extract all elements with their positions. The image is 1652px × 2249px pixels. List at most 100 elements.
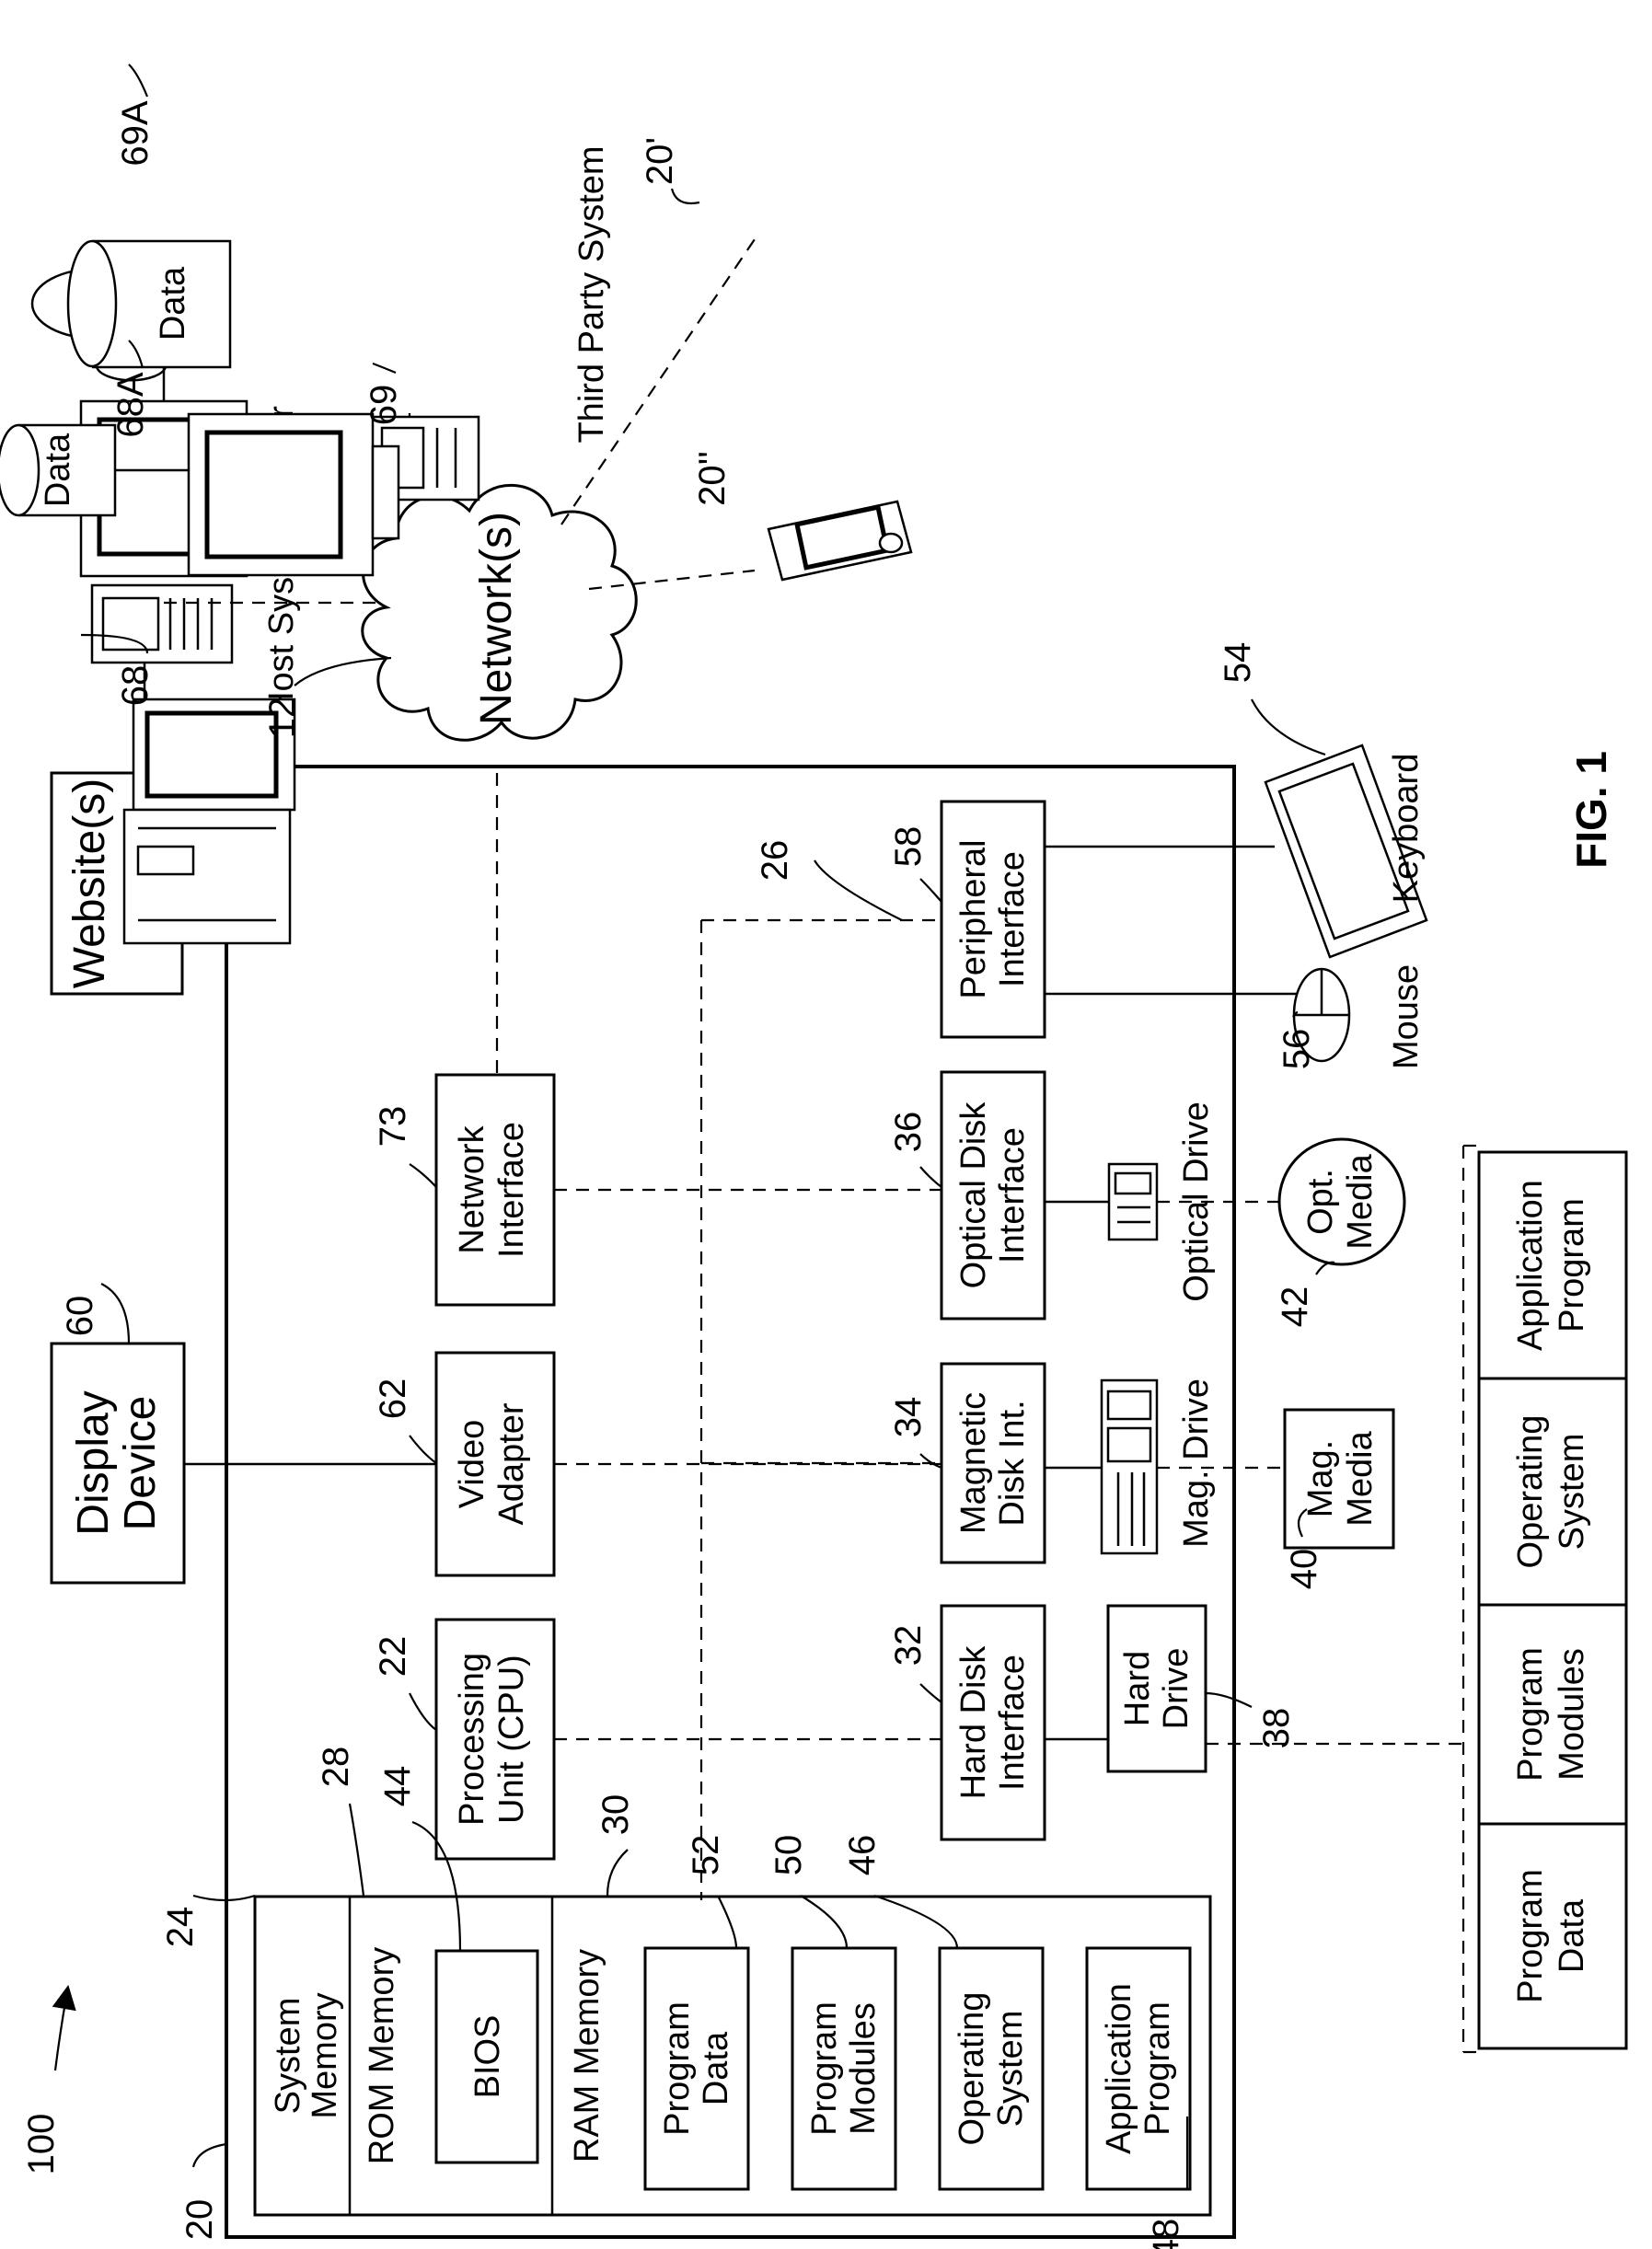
mag-drive-label: Mag. Drive	[1177, 1378, 1216, 1548]
ref-22-leader	[410, 1693, 436, 1730]
ref-28-leader	[350, 1804, 364, 1896]
ram-program-data-label-1: Program	[658, 2001, 697, 2136]
ref-26: 26	[755, 840, 795, 882]
peripheral-interface-label-2: Interface	[993, 851, 1032, 987]
ram-program-modules-label-2: Modules	[844, 2002, 883, 2135]
ram-operating-system-label-2: System	[991, 2011, 1030, 2128]
svg-text:System: System	[269, 1998, 307, 2115]
ref-69a-leader	[129, 64, 147, 97]
network-label: Network(s)	[472, 512, 521, 725]
display-device-label-1: Display	[69, 1390, 118, 1535]
ref-34: 34	[888, 1397, 929, 1438]
storage-program-data-label-2: Data	[1553, 1898, 1591, 1973]
ref-69: 69	[364, 385, 404, 426]
ref-20-leader	[193, 2144, 226, 2167]
ref-69-leader	[373, 363, 396, 373]
ref-73: 73	[373, 1106, 413, 1148]
storage-application-program-label-1: Application	[1511, 1180, 1550, 1351]
ref-50: 50	[768, 1835, 809, 1876]
optical-disk-interface-label-2: Interface	[993, 1127, 1032, 1263]
ref-69a: 69A	[115, 100, 156, 166]
cpu-label-2: Unit (CPU)	[492, 1655, 531, 1824]
peripheral-interface-label-1: Peripheral	[954, 839, 993, 998]
website-label: Website(s)	[65, 778, 114, 989]
ref-22: 22	[373, 1636, 413, 1678]
cpu-label-1: Processing	[453, 1653, 491, 1826]
thirdparty-data-label: Data	[39, 432, 77, 507]
ref-36: 36	[888, 1112, 929, 1153]
ref-36-leader	[920, 1167, 942, 1187]
ref-58-leader	[920, 879, 942, 902]
hard-drive-label-2: Drive	[1157, 1648, 1196, 1730]
ref-34-leader	[920, 1454, 942, 1468]
storage-stack-bracket	[1463, 1146, 1479, 2052]
ref-54-leader	[1252, 699, 1325, 755]
ref-40: 40	[1284, 1549, 1324, 1590]
ref-26-leader	[814, 860, 902, 920]
magnetic-disk-int-label-1: Magnetic	[954, 1392, 993, 1534]
storage-program-modules-label-2: Modules	[1553, 1648, 1591, 1781]
ref-42: 42	[1275, 1286, 1315, 1328]
ref-44: 44	[377, 1766, 418, 1807]
mouse-label: Mouse	[1387, 964, 1426, 1069]
ref-62: 62	[373, 1378, 413, 1420]
display-device-label-2: Device	[116, 1396, 165, 1531]
ref-68: 68	[115, 665, 156, 707]
hard-disk-interface-label-1: Hard Disk	[954, 1645, 993, 1800]
mag-media-label-2: Media	[1341, 1430, 1380, 1526]
ram-application-program-label-1: Application	[1100, 1983, 1138, 2154]
storage-application-program-label-2: Program	[1553, 1198, 1591, 1332]
opt-media-label-2: Media	[1341, 1153, 1380, 1249]
system-memory-label: System Memory	[269, 1992, 344, 2118]
keyboard-label: Keyboard	[1387, 754, 1426, 904]
storage-program-modules-label-1: Program	[1511, 1647, 1550, 1782]
opt-media-label-1: Opt.	[1301, 1169, 1340, 1235]
third-party-system-label: Third Party System	[572, 145, 611, 443]
ref-100-arrow	[55, 1997, 66, 2070]
ref-54: 54	[1218, 642, 1258, 684]
thirdparty-monitor-icon	[189, 414, 399, 575]
hard-drive-label-1: Hard	[1118, 1651, 1157, 1726]
optical-drive-icon	[1109, 1164, 1157, 1240]
ref-20-double-prime: 20''	[692, 451, 733, 506]
svg-text:Memory: Memory	[306, 1992, 344, 2118]
ref-73-leader	[410, 1164, 436, 1187]
ref-30-leader	[607, 1850, 628, 1896]
video-adapter-label-2: Adapter	[492, 1402, 531, 1525]
ref-20: 20	[179, 2199, 220, 2241]
ref-56: 56	[1277, 1029, 1317, 1070]
mag-media-label-1: Mag.	[1301, 1440, 1340, 1517]
ref-38-leader	[1206, 1693, 1252, 1707]
ref-52: 52	[686, 1835, 726, 1876]
ref-20-prime-leader	[672, 189, 699, 203]
ref-60-leader	[101, 1284, 129, 1344]
ref-46: 46	[842, 1835, 883, 1876]
storage-operating-system-label-2: System	[1553, 1434, 1591, 1551]
ram-memory-label: RAM Memory	[568, 1949, 607, 2162]
ram-program-modules-label-1: Program	[805, 2001, 844, 2136]
ref-58: 58	[888, 826, 929, 868]
ref-48: 48	[1146, 2219, 1186, 2249]
ram-operating-system-label-1: Operating	[953, 1992, 991, 2146]
ref-24: 24	[160, 1907, 201, 1948]
ref-20-prime: 20'	[640, 137, 680, 185]
ref-100: 100	[21, 2114, 62, 2175]
network-interface-label-1: Network	[453, 1124, 491, 1253]
storage-program-data-label-1: Program	[1511, 1869, 1550, 2003]
ref-32-leader	[920, 1684, 942, 1702]
ram-program-data-label-2: Data	[697, 2031, 735, 2105]
mag-drive-icon	[1102, 1380, 1157, 1553]
ref-62-leader	[410, 1436, 436, 1463]
host-database-icon	[32, 241, 230, 380]
ref-28: 28	[316, 1747, 356, 1788]
network-interface-label-2: Interface	[492, 1122, 531, 1258]
ref-30: 30	[595, 1794, 636, 1836]
rom-memory-label: ROM Memory	[363, 1947, 401, 2164]
bios-label: BIOS	[468, 2015, 507, 2099]
ref-12-leader	[295, 658, 391, 686]
video-adapter-label-1: Video	[453, 1420, 491, 1509]
ref-38: 38	[1256, 1708, 1297, 1749]
figure-label: FIG. 1	[1567, 751, 1615, 869]
pda-icon	[768, 502, 911, 580]
magnetic-disk-int-label-2: Disk Int.	[993, 1400, 1032, 1526]
